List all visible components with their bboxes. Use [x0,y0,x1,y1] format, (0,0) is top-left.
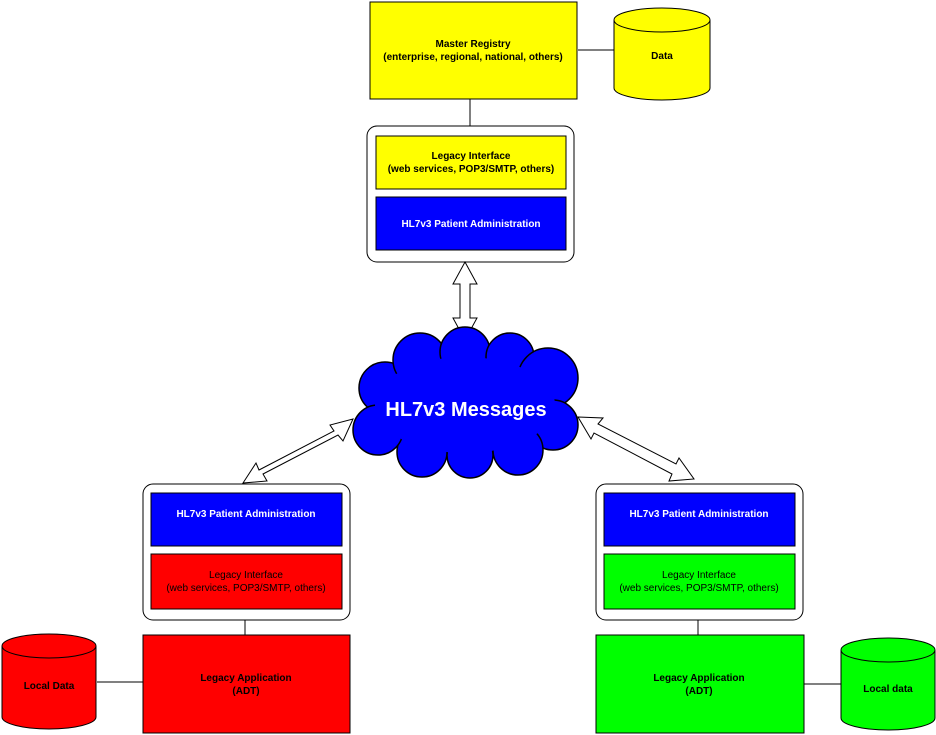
right-legacy-interface-subtitle: (web services, POP3/SMTP, others) [619,583,778,594]
left-legacy-interface-box [150,553,343,610]
left-hl7-patient-admin-box [150,492,343,547]
right-hl7-patient-admin-box [603,492,796,547]
data-store-label: Data [651,51,673,62]
top-legacy-interface-title: Legacy Interface [432,151,511,162]
right-double-arrow [577,416,695,482]
left-legacy-application-subtitle: (ADT) [232,686,259,697]
top-hl7-patient-admin-label: HL7v3 Patient Administration [401,219,540,230]
right-local-data-cylinder [840,637,936,731]
right-legacy-application-subtitle: (ADT) [685,686,712,697]
right-legacy-application-title: Legacy Application [653,673,744,684]
left-hl7-patient-admin-label: HL7v3 Patient Administration [176,509,315,520]
data-store-cylinder [613,7,711,101]
left-legacy-application-title: Legacy Application [200,673,291,684]
left-double-arrow [242,418,354,484]
left-legacy-application-box [142,634,351,734]
hl7-messages-cloud-label: HL7v3 Messages [385,399,546,421]
top-legacy-interface-box [375,135,567,190]
top-hl7-patient-admin-box [375,196,567,251]
master-registry-box [369,1,578,100]
top-legacy-interface-subtitle: (web services, POP3/SMTP, others) [388,164,555,175]
master-registry-title: Master Registry [435,39,510,50]
right-local-data-label: Local data [863,684,913,695]
left-legacy-interface-title: Legacy Interface [209,570,283,581]
right-legacy-interface-box [603,553,796,610]
right-legacy-application-box [595,634,805,734]
right-hl7-patient-admin-label: HL7v3 Patient Administration [629,509,768,520]
left-legacy-interface-subtitle: (web services, POP3/SMTP, others) [166,583,325,594]
left-local-data-cylinder [1,633,97,730]
right-legacy-interface-title: Legacy Interface [662,570,736,581]
master-registry-subtitle: (enterprise, regional, national, others) [383,52,562,63]
left-local-data-label: Local Data [24,681,75,692]
